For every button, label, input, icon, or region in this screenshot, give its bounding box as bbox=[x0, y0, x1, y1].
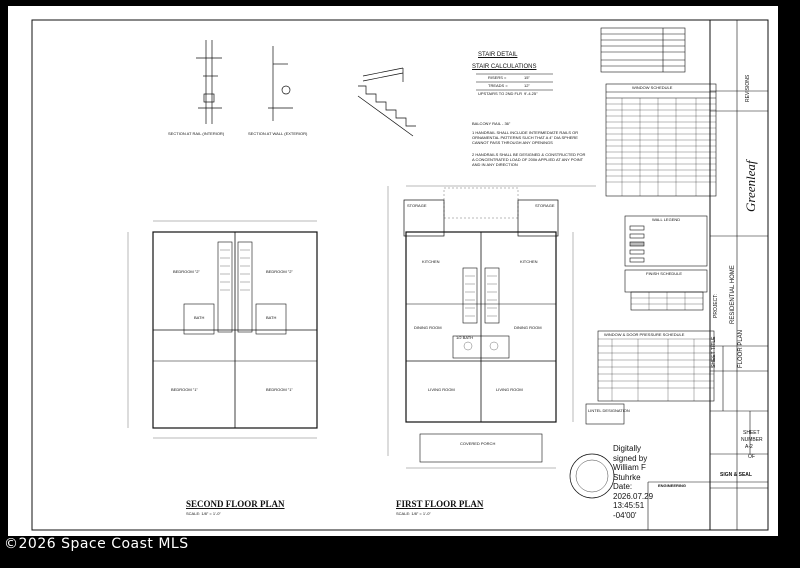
drawing-linework bbox=[31, 19, 769, 531]
room-bedroom-2b: BEDROOM "2" bbox=[266, 269, 293, 274]
revisions-label: REVISIONS bbox=[745, 74, 751, 102]
engineering-label: ENGINEERING bbox=[658, 483, 687, 488]
stair-detail-title: STAIR DETAIL bbox=[478, 52, 518, 58]
pressure-schedule-title: WINDOW & DOOR PRESSURE SCHEDULE bbox=[604, 332, 685, 337]
room-kitchen-b: KITCHEN bbox=[520, 259, 538, 264]
room-storage-a: STORAGE bbox=[407, 203, 427, 208]
section-rail-interior-label: SECTION AT RAIL (INTERIOR) bbox=[168, 131, 225, 136]
risers-label: RISERS = bbox=[488, 75, 507, 80]
room-living-a: LIVING ROOM bbox=[428, 387, 455, 392]
room-covered-porch: COVERED PORCH bbox=[460, 441, 496, 446]
first-floor-plan-title: FIRST FLOOR PLAN bbox=[396, 499, 484, 509]
mls-watermark: ©2026 Space Coast MLS bbox=[4, 536, 189, 552]
first-floor-scale: SCALE: 1/8" = 1'-0" bbox=[396, 511, 431, 516]
second-floor-plan-title: SECOND FLOOR PLAN bbox=[186, 499, 285, 509]
sheet-title: FLOOR PLAN bbox=[738, 329, 744, 368]
upstairs-value: 9'-4.25" bbox=[524, 91, 538, 96]
sign-seal-label: SIGN & SEAL bbox=[720, 472, 752, 478]
room-bath-a: BATH bbox=[194, 315, 205, 320]
handrail-load-note: 2 HANDRAILS SHALL BE DESIGNED & CONSTRUC… bbox=[472, 152, 586, 167]
window-schedule-title: WINDOW SCHEDULE bbox=[632, 85, 673, 90]
project-name: RESIDENTIAL HOME bbox=[730, 265, 736, 324]
balcony-rail-note: BALCONY RAIL - 36" bbox=[472, 121, 511, 126]
sheet-label: SHEET bbox=[743, 430, 760, 436]
section-wall-exterior-label: SECTION AT WALL (EXTERIOR) bbox=[248, 131, 308, 136]
stair-calculations-title: STAIR CALCULATIONS bbox=[472, 64, 537, 70]
room-bath-b: BATH bbox=[266, 315, 277, 320]
risers-value: 15" bbox=[524, 75, 530, 80]
signature-line-7: 13:45:51 bbox=[613, 501, 645, 510]
finish-schedule-title: FINISH SCHEDULE bbox=[646, 271, 683, 276]
room-bedroom-1a: BEDROOM "1" bbox=[171, 387, 198, 392]
room-living-b: LIVING ROOM bbox=[496, 387, 523, 392]
room-bedroom-1b: BEDROOM "1" bbox=[266, 387, 293, 392]
upstairs-label: UPSTAIRS TO 2ND FLR bbox=[478, 91, 523, 96]
signature-line-8: -04'00' bbox=[613, 510, 637, 520]
signature-line-5: Date: bbox=[613, 482, 633, 491]
room-dining-a: DINING ROOM bbox=[414, 325, 442, 330]
room-half-bath: 1/2 BATH bbox=[456, 335, 474, 340]
project-label: PROJECT: bbox=[713, 293, 719, 318]
signature-line-3: William F bbox=[613, 463, 646, 472]
lintel-designation-title: LINTEL DESIGNATION bbox=[588, 408, 630, 413]
room-storage-b: STORAGE bbox=[535, 203, 555, 208]
digital-signature: Digitally signed by William F Stuhrke Da… bbox=[613, 444, 653, 520]
signature-line-1: Digitally bbox=[613, 444, 642, 453]
room-bedroom-2a: BEDROOM "2" bbox=[173, 269, 200, 274]
of-label: OF bbox=[748, 454, 755, 460]
drawing-sheet: SECTION AT RAIL (INTERIOR) SECTION AT WA… bbox=[8, 6, 778, 536]
signature-line-4: Stuhrke bbox=[613, 472, 641, 482]
signature-line-6: 2026.07.29 bbox=[613, 491, 654, 501]
wall-legend-title: WALL LEGEND bbox=[652, 217, 681, 222]
treads-label: TREADS = bbox=[488, 83, 508, 88]
treads-value: 12" bbox=[524, 83, 530, 88]
second-floor-scale: SCALE: 1/8" = 1'-0" bbox=[186, 511, 221, 516]
room-kitchen-a: KITCHEN bbox=[422, 259, 440, 264]
sheet-title-label: SHEET TITLE bbox=[711, 336, 717, 369]
number-label: NUMBER bbox=[741, 437, 763, 443]
firm-name: Greenleaf bbox=[743, 160, 758, 213]
room-dining-b: DINING ROOM bbox=[514, 325, 542, 330]
sheet-number: A-2 bbox=[745, 444, 753, 450]
signature-line-2: signed by bbox=[613, 453, 648, 463]
handrail-note: 1 HANDRAIL SHALL INCLUDE INTERMEDIATE RA… bbox=[472, 130, 579, 145]
